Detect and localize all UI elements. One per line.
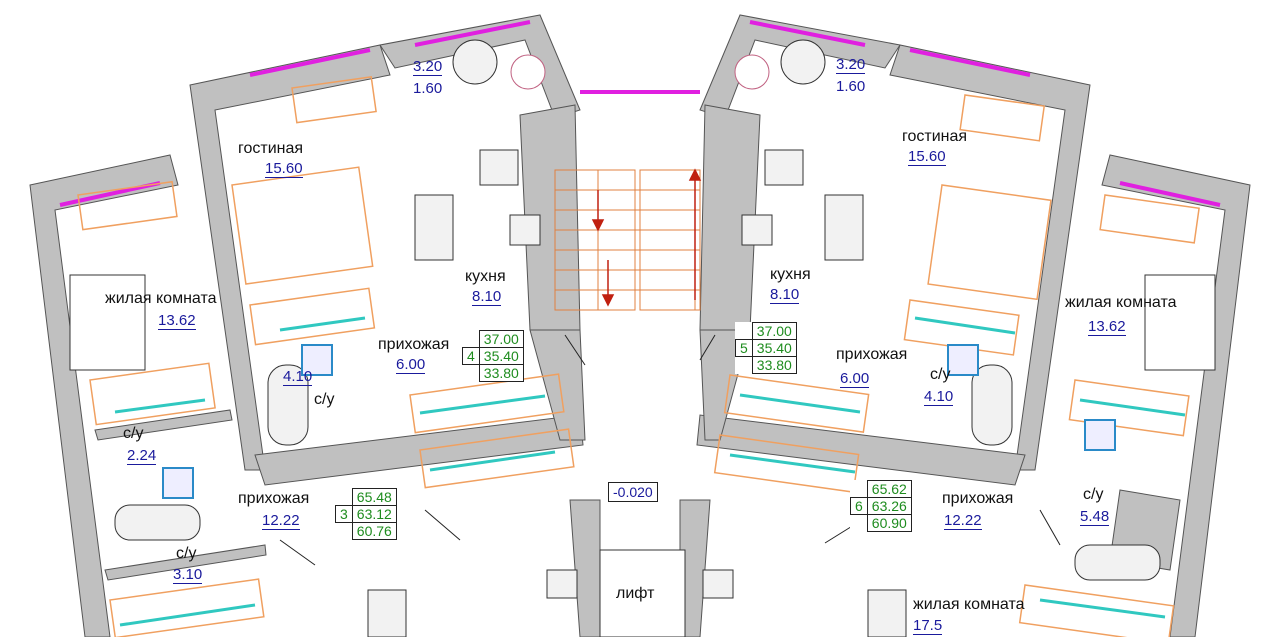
room-area: 12.22 bbox=[944, 512, 982, 530]
living-area: 63.12 bbox=[351, 505, 397, 523]
room-name: с/у bbox=[1083, 486, 1104, 503]
room-name: гостиная bbox=[238, 140, 304, 157]
apartment-number: 6 bbox=[850, 497, 868, 515]
windows bbox=[59, 20, 1221, 207]
room-area: 15.60 bbox=[908, 148, 946, 166]
living-area: 35.40 bbox=[478, 347, 524, 365]
room-area: 8.10 bbox=[472, 288, 502, 306]
accent-lines bbox=[114, 316, 1186, 627]
furniture bbox=[77, 76, 1200, 637]
room-name: жилая комната bbox=[1065, 294, 1177, 311]
room-area: 8.10 bbox=[770, 286, 800, 304]
shower-trays bbox=[162, 344, 1116, 499]
apartment-number: 3 bbox=[335, 505, 353, 523]
living-area: 63.26 bbox=[866, 497, 912, 515]
balcony-depth: 1.60 bbox=[413, 80, 443, 97]
net-area: 60.76 bbox=[351, 522, 397, 540]
lift-label: лифт bbox=[616, 585, 655, 602]
fixtures bbox=[69, 39, 1216, 637]
stair-arrows bbox=[591, 168, 702, 307]
room-name: прихожая bbox=[836, 346, 908, 363]
room-area: 4.10 bbox=[924, 388, 954, 406]
net-area: 33.80 bbox=[478, 364, 524, 382]
room-area: 13.62 bbox=[158, 312, 196, 330]
net-area: 33.80 bbox=[751, 356, 797, 374]
room-name: прихожая bbox=[378, 336, 450, 353]
room-name: кухня bbox=[465, 268, 506, 285]
room-area: 3.10 bbox=[173, 566, 203, 584]
walls-left bbox=[29, 14, 601, 637]
room-name: кухня bbox=[770, 266, 811, 283]
total-area: 65.62 bbox=[866, 480, 912, 498]
room-area: 4.10 bbox=[283, 368, 313, 386]
room-area: 12.22 bbox=[262, 512, 300, 530]
room-name: гостиная bbox=[902, 128, 968, 145]
room-area: 15.60 bbox=[265, 160, 303, 178]
room-area: 17.5 bbox=[913, 617, 943, 635]
room-area: 5.48 bbox=[1080, 508, 1110, 526]
room-area: 6.00 bbox=[396, 356, 426, 374]
apartment-number: 5 bbox=[735, 339, 753, 357]
room-name: жилая комната bbox=[913, 596, 1025, 613]
total-area: 37.00 bbox=[478, 330, 524, 348]
level-mark: -0.020 bbox=[608, 482, 658, 502]
room-name: прихожая bbox=[238, 490, 310, 507]
room-name: с/у bbox=[176, 545, 197, 562]
room-area: 6.00 bbox=[840, 370, 870, 388]
room-name: с/у bbox=[314, 391, 335, 408]
room-name: прихожая bbox=[942, 490, 1014, 507]
room-name: с/у bbox=[930, 366, 951, 383]
living-area: 35.40 bbox=[751, 339, 797, 357]
room-name: жилая комната bbox=[105, 290, 217, 307]
balcony-area: 3.20 bbox=[836, 56, 866, 74]
room-name: с/у bbox=[123, 425, 144, 442]
total-area: 37.00 bbox=[751, 322, 797, 340]
apartment-number: 4 bbox=[462, 347, 480, 365]
balcony-area: 3.20 bbox=[413, 58, 443, 76]
net-area: 60.90 bbox=[866, 514, 912, 532]
total-area: 65.48 bbox=[351, 488, 397, 506]
staircase bbox=[554, 169, 701, 311]
balcony-depth: 1.60 bbox=[836, 78, 866, 95]
room-area: 2.24 bbox=[127, 447, 157, 465]
room-area: 13.62 bbox=[1088, 318, 1126, 336]
